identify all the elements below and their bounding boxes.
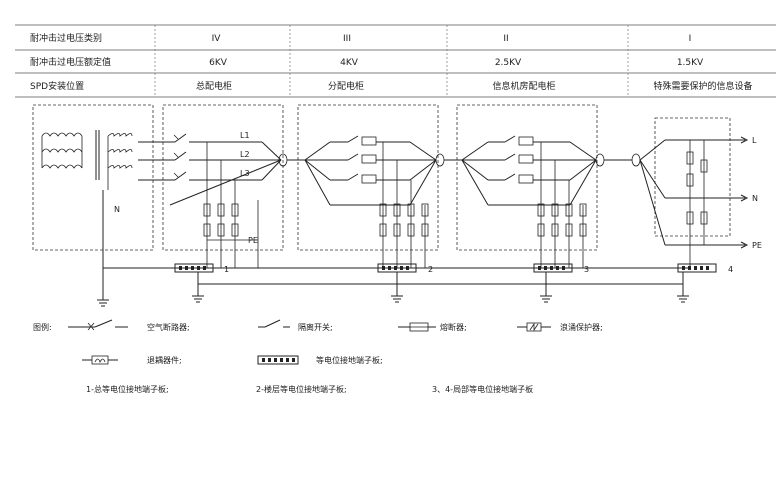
output-pe-label: PE [752,241,762,250]
phase-l2-label: L2 [240,150,250,159]
rating-table: 耐冲击过电压类别 耐冲击过电压额定值 SPD安装位置 IV III II I 6… [15,24,776,98]
rating-6kv: 6KV [209,58,228,68]
main-panel-spd [203,142,259,268]
sub-panel-wiring [287,135,437,268]
fuse-icon [398,322,436,332]
legend-surge-protector-label: 浪涌保护器; [560,322,603,332]
main-panel-breakers: L1 L2 L3 PE [138,131,282,245]
legend: 图例: 空气断路器; 隔离开关; 熔断器; 浪涌保护器; [33,319,603,394]
transformer-enclosure [32,104,154,251]
rating-2-5kv: 2.5KV [495,58,522,68]
terminal-number-2: 2 [428,265,433,274]
location-critical-equipment: 特殊需要保护的信息设备 [653,80,752,92]
legend-terminal-board-label: 等电位接地端子板; [316,355,383,365]
terminal-board-icon [257,355,299,365]
neutral-label: N [114,205,120,214]
category-iv: IV [212,34,222,44]
legend-isolator-label: 隔离开关; [298,322,333,332]
category-ii: II [503,34,508,44]
terminal-number-4: 4 [728,265,733,274]
row-label-category: 耐冲击过电压类别 [30,32,102,44]
rating-1-5kv: 1.5KV [677,58,704,68]
pe-label: PE [248,236,258,245]
sub-panel-enclosure [297,104,439,251]
equipment-enclosure [654,117,731,237]
decoupler-2 [435,153,445,167]
category-i: I [689,34,692,44]
phase-l1-label: L1 [240,131,250,140]
output-l-label: L [752,136,757,145]
legend-fuse-label: 熔断器; [440,322,467,332]
main-panel-enclosure [162,104,284,251]
wiring-circuit: N L1 L2 L3 PE [32,104,762,307]
equipment-wiring: L N PE [604,136,762,268]
transformer [41,130,133,190]
legend-decoupler-label: 退耦器件; [147,355,182,365]
isolator-icon [258,319,290,328]
terminal-number-3: 3 [584,265,589,274]
category-iii: III [343,34,351,44]
terminal-number-1: 1 [224,265,229,274]
row-label-rating: 耐冲击过电压额定值 [30,56,111,68]
row-label-location: SPD安装位置 [30,80,84,92]
ground-symbols [192,272,689,303]
legend-title: 图例: [33,322,52,332]
phase-l3-label: L3 [240,169,250,178]
breaker-icon [68,319,128,331]
decoupler-4 [631,153,641,167]
rating-4kv: 4KV [340,58,359,68]
terminal-boards: 1 2 3 4 [174,263,733,274]
output-n-label: N [752,194,758,203]
location-server-room-panel: 信息机房配电柜 [492,80,555,92]
legend-note-1: 1-总等电位接地端子板; [86,384,169,394]
location-sub-panel: 分配电柜 [328,80,364,92]
legend-note-2: 2-楼层等电位接地端子板; [256,384,347,394]
decoupler-icon [82,355,118,365]
legend-note-3: 3、4-局部等电位接地端子板 [432,384,533,394]
server-room-panel-wiring [444,135,597,268]
legend-breaker-label: 空气断路器; [147,322,190,332]
surge-protector-icon [517,322,551,332]
server-room-panel-enclosure [456,104,598,251]
location-main-panel: 总配电柜 [196,80,232,92]
